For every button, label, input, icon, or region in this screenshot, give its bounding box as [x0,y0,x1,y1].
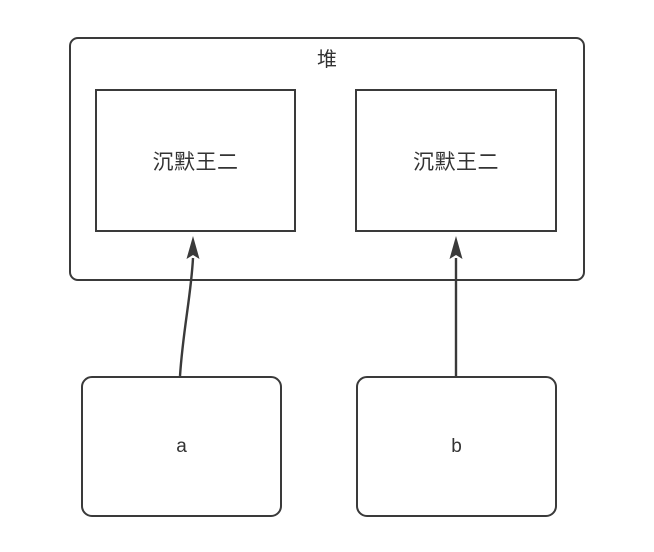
heap-object-1-label: 沉默王二 [152,149,239,174]
heap-object-2: 沉默王二 [355,89,557,232]
heap-object-1: 沉默王二 [95,89,296,232]
reference-box-b-label: b [451,435,462,457]
reference-box-a: a [81,376,282,517]
reference-box-a-label: a [176,435,187,457]
heap-container-label: 堆 [317,47,337,71]
heap-object-2-label: 沉默王二 [413,149,499,174]
reference-box-b: b [356,376,557,517]
